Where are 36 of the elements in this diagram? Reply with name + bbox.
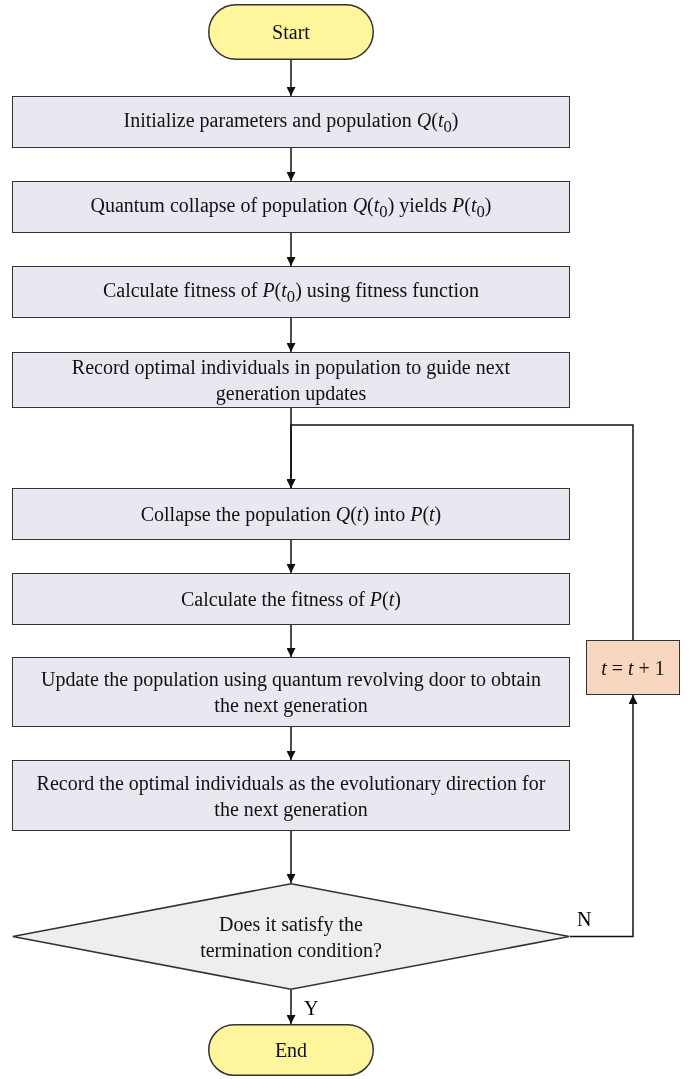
process-box [12, 96, 570, 148]
arrow [286, 830, 296, 884]
step-text: Calculate the fitness of P(t) [180, 587, 402, 612]
decision-diamond [12, 883, 570, 990]
terminal-pill [208, 1024, 374, 1076]
process-box [12, 657, 570, 727]
step-text: t = t + 1 [600, 655, 666, 681]
process-box [12, 181, 570, 233]
arrow [286, 147, 296, 182]
step-text: Quantum collapse of population Q(t$_{0}$) yields P(t$_{0}$) [89, 192, 493, 223]
edge-label: Y [303, 998, 320, 1018]
process-box [12, 352, 570, 408]
step-text: Start [271, 20, 311, 45]
process-box [586, 640, 680, 695]
arrow [286, 59, 296, 97]
decision-text: Does it satisfy the termination condition? [199, 911, 383, 963]
step-text: Record optimal individuals in population to guide next generation updates [70, 355, 512, 406]
arrow [286, 539, 296, 574]
arrow [286, 989, 296, 1025]
arrow [286, 232, 296, 267]
step-text: Update the population using quantum revolving door to obtain the next generation [40, 667, 542, 718]
step-text: Calculate fitness of P(t$_{0}$) using fitness function [101, 277, 481, 308]
step-text: Initialize parameters and population Q(t$_{0}$) [122, 107, 460, 138]
process-box [12, 488, 570, 540]
process-box [12, 760, 570, 831]
arrow [286, 624, 296, 658]
step-text: End [273, 1038, 309, 1063]
process-box [12, 266, 570, 318]
step-text: Record the optimal individuals as the evolutionary direction for the next generation [35, 770, 547, 822]
arrow [286, 726, 296, 761]
terminal-pill [208, 4, 374, 60]
process-box [12, 573, 570, 625]
arrow [569, 694, 638, 938]
arrow [286, 424, 634, 641]
step-text: Collapse the population Q(t) into P(t) [139, 502, 443, 527]
arrow [286, 317, 296, 353]
